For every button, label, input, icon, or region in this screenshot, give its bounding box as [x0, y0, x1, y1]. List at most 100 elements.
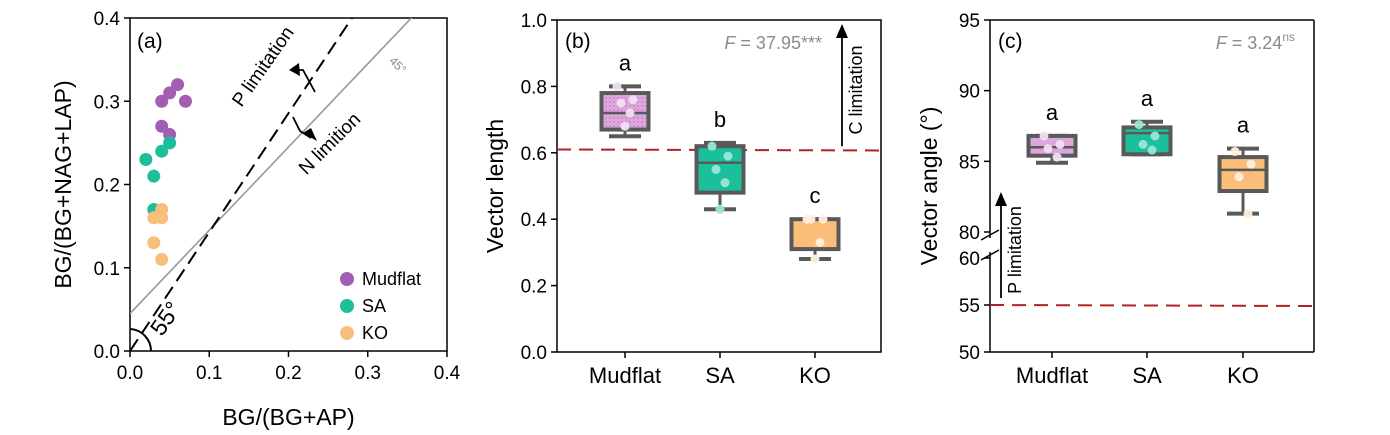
f-symbol: F — [1216, 33, 1228, 53]
y-tick-label: 60 — [959, 249, 980, 270]
y-tick-label: 95 — [959, 11, 980, 32]
box-data-point — [707, 141, 717, 151]
significance-letter: a — [619, 50, 632, 75]
box-data-point — [620, 121, 630, 131]
box-body — [1026, 133, 1078, 158]
c-limitation-label: C limitation — [846, 45, 866, 134]
y-tick-label: 80 — [959, 223, 980, 244]
p-limitation-arrow-head — [995, 192, 1007, 206]
y-tick-label: 55 — [959, 296, 980, 317]
x-axis-label: BG/(BG+AP) — [222, 404, 354, 430]
x-tick-label: 0.1 — [196, 363, 222, 384]
data-point-sa — [139, 153, 153, 167]
significance-letter: a — [1141, 86, 1154, 111]
f-superscript: ns — [1282, 30, 1295, 44]
y-tick-label: 0.4 — [94, 9, 121, 30]
legend-marker-ko — [340, 326, 354, 340]
significance-letter: c — [810, 183, 821, 208]
y-tick-label: 90 — [959, 82, 980, 103]
data-point-sa — [163, 136, 177, 150]
legend-label-ko: KO — [362, 323, 388, 343]
data-point-sa — [155, 144, 169, 158]
x-tick-label: KO — [1227, 363, 1259, 388]
significance-letter: b — [714, 107, 726, 132]
data-point-ko — [155, 211, 169, 225]
box-data-point — [625, 108, 635, 118]
f-value: = 37.95*** — [735, 33, 822, 53]
p-limitation-label: P limitation — [1005, 206, 1025, 294]
y-tick-label: 0.2 — [94, 176, 120, 197]
f-statistic: F = 37.95*** — [724, 33, 822, 53]
panel-label: (b) — [565, 30, 591, 53]
p-limitation-label: P limitation — [228, 23, 298, 111]
legend-label-mudflat: Mudflat — [362, 269, 421, 289]
legend-label-sa: SA — [362, 296, 386, 316]
box-data-point — [810, 254, 820, 264]
y-tick-label: 0.4 — [521, 210, 548, 231]
data-point-ko — [147, 236, 161, 250]
box-data-point — [1043, 144, 1053, 154]
data-point-mudflat — [171, 78, 185, 92]
y-tick-label: 0.0 — [94, 342, 120, 363]
y-tick-label: 0.1 — [94, 259, 120, 280]
data-point-mudflat — [178, 94, 192, 108]
data-point-ko — [155, 252, 169, 266]
y-tick-label: 1.0 — [521, 11, 547, 32]
y-axis-label: BG/(BG+NAG+LAP) — [50, 80, 76, 288]
p-arrow-line — [291, 69, 316, 93]
data-point-mudflat — [155, 119, 169, 133]
f-value: = 3.24 — [1227, 33, 1283, 53]
x-tick-label: 0.0 — [117, 363, 143, 384]
box-data-point — [1230, 146, 1240, 156]
threshold-line — [989, 304, 1315, 307]
x-tick-label: Mudflat — [589, 363, 661, 388]
box-data-point — [1246, 159, 1256, 169]
box-body — [789, 217, 841, 252]
x-tick-label: 0.2 — [275, 363, 301, 384]
axis-break-mark — [980, 229, 1000, 241]
f-statistic: F = 3.24ns — [1216, 30, 1295, 53]
reference-line-45 — [130, 18, 413, 315]
box-data-point — [616, 98, 626, 108]
significance-letter: a — [1046, 100, 1059, 125]
reference-line-55 — [130, 18, 353, 351]
box-data-point — [818, 214, 828, 224]
y-tick-label: 0.2 — [521, 277, 547, 298]
f-symbol: F — [724, 33, 736, 53]
x-tick-label: SA — [1132, 363, 1162, 388]
data-point-mudflat — [155, 94, 169, 108]
x-tick-label: Mudflat — [1016, 363, 1088, 388]
y-axis-label: Vector length — [482, 119, 508, 253]
box-data-point — [628, 95, 638, 105]
line-45-label: 45° — [386, 54, 409, 77]
y-axis-label: Vector angle (°) — [916, 107, 942, 266]
angle-55-label: 55° — [145, 297, 186, 340]
data-point-mudflat — [163, 86, 177, 100]
box-data-point — [1243, 209, 1253, 219]
box-data-point — [711, 164, 721, 174]
x-tick-label: SA — [705, 363, 735, 388]
box-data-point — [1147, 145, 1157, 155]
box-data-point — [1150, 131, 1160, 141]
box-data-point — [1055, 139, 1065, 149]
x-tick-label: 0.3 — [355, 363, 381, 384]
y-tick-label: 85 — [959, 152, 980, 173]
panel-label: (c) — [998, 30, 1023, 53]
n-arrow-head — [303, 128, 317, 141]
legend-marker-sa — [340, 299, 354, 313]
n-limitation-label: N limition — [295, 109, 365, 179]
legend-marker-mudflat — [340, 272, 354, 286]
box-body — [1121, 125, 1173, 157]
box-data-point — [723, 151, 733, 161]
x-tick-label: 0.4 — [434, 363, 461, 384]
x-tick-label: KO — [799, 363, 831, 388]
y-tick-label: 50 — [959, 343, 980, 364]
box-data-point — [1039, 131, 1049, 141]
n-arrow-line — [292, 116, 312, 139]
data-point-sa — [147, 169, 161, 183]
box-data-point — [612, 81, 622, 91]
box-data-point — [806, 214, 816, 224]
